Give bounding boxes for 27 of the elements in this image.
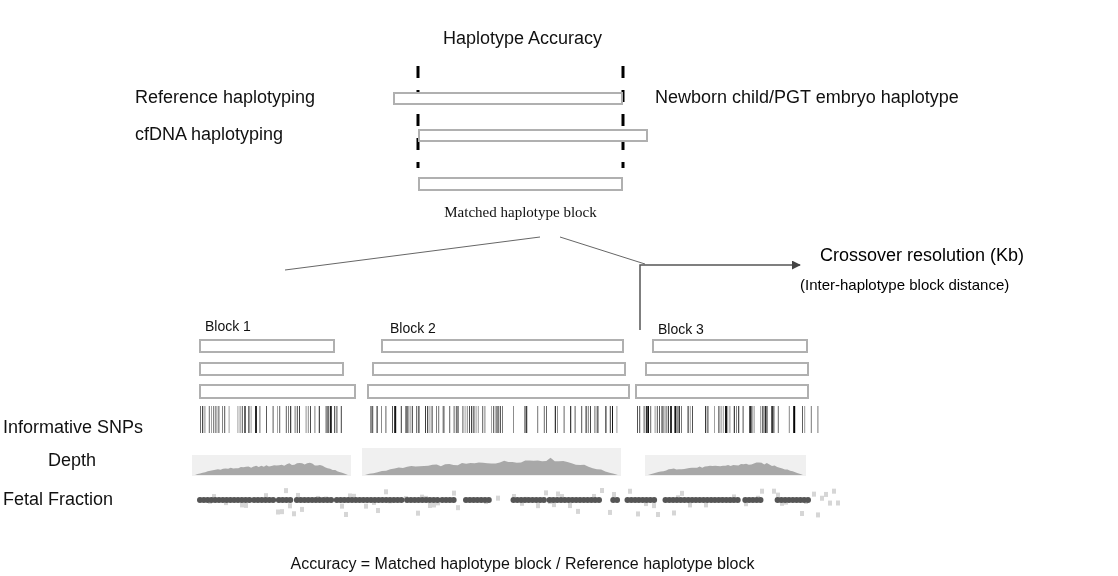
row-label: Newborn child/PGT embryo haplotype	[655, 87, 959, 108]
heading: Crossover resolution (Kb)	[819, 245, 1026, 266]
haplotype-bar	[367, 384, 630, 399]
haplotype-bar	[199, 384, 356, 399]
haplotype-bar	[199, 339, 335, 353]
subtitle: (Inter-haplotype block distance)	[800, 275, 1011, 293]
haplotype-bar	[652, 339, 808, 353]
bar-caption: Matched haplotype block	[443, 204, 598, 222]
haplotype-bar	[418, 177, 623, 191]
track-label: Informative SNPs	[3, 417, 144, 438]
row-label: Reference haplotyping	[135, 87, 316, 108]
row-label: cfDNA haplotyping	[135, 124, 284, 145]
caption: Accuracy = Matched haplotype block / Reference haplotype block	[289, 555, 756, 574]
haplotype-bar	[635, 384, 809, 399]
haplotype-bar	[645, 362, 809, 376]
haplotype-bar	[381, 339, 624, 353]
haplotype-bar	[372, 362, 626, 376]
haplotype-bar	[418, 129, 648, 142]
diagram-title: Haplotype Accuracy	[441, 28, 604, 49]
block-label: Block 2	[390, 320, 436, 337]
track-label: Fetal Fraction	[3, 489, 114, 510]
block-label: Block 3	[658, 321, 704, 338]
block-label: Block 1	[205, 318, 251, 335]
track-label: Depth	[48, 450, 97, 471]
haplotype-bar	[393, 92, 623, 105]
arrow	[639, 260, 801, 331]
haplotype-bar	[199, 362, 344, 376]
